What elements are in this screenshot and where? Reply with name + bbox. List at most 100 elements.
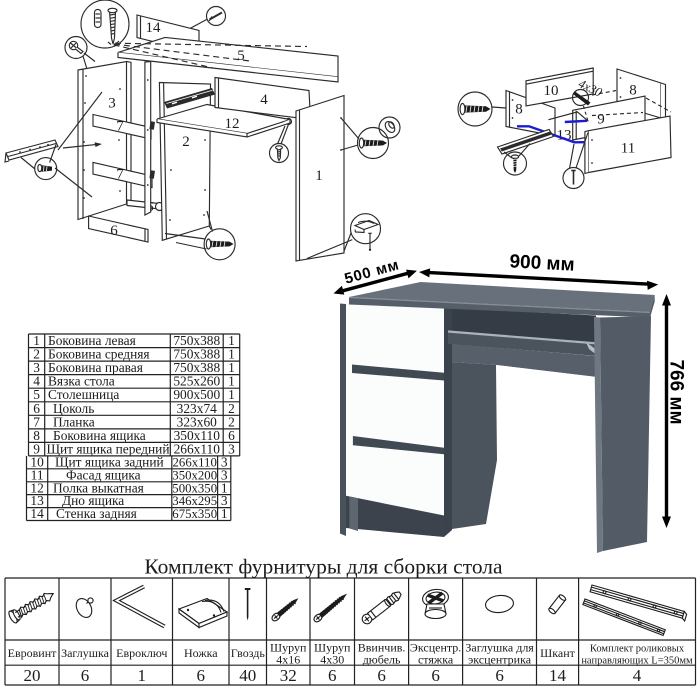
svg-text:Щит ящика передний: Щит ящика передний xyxy=(47,441,170,456)
svg-text:12: 12 xyxy=(225,116,240,132)
svg-text:Полка выкатная: Полка выкатная xyxy=(53,480,144,495)
svg-text:8: 8 xyxy=(33,428,40,443)
svg-text:350x200: 350x200 xyxy=(172,468,217,482)
svg-text:6: 6 xyxy=(81,666,90,685)
svg-text:750x388: 750x388 xyxy=(173,360,220,375)
svg-text:3: 3 xyxy=(221,455,228,470)
svg-text:Щит ящика задний: Щит ящика задний xyxy=(55,455,164,470)
svg-text:750x388: 750x388 xyxy=(173,333,220,348)
svg-text:6: 6 xyxy=(228,428,235,443)
svg-text:2: 2 xyxy=(182,134,190,150)
svg-text:Эксцентр.: Эксцентр. xyxy=(410,641,461,655)
svg-text:5: 5 xyxy=(237,48,245,64)
svg-text:6: 6 xyxy=(197,666,206,685)
svg-text:Комплект фурнитуры для сборки: Комплект фурнитуры для сборки стола xyxy=(144,555,503,579)
svg-text:Гвоздь: Гвоздь xyxy=(231,646,266,660)
svg-text:Боковина ящика: Боковина ящика xyxy=(53,428,146,443)
svg-text:14: 14 xyxy=(146,20,162,36)
svg-text:6: 6 xyxy=(110,223,118,239)
svg-text:1: 1 xyxy=(33,333,40,348)
svg-text:1: 1 xyxy=(228,387,235,402)
svg-text:Столешница: Столешница xyxy=(48,387,119,402)
svg-text:Евроключ: Евроключ xyxy=(116,646,167,660)
svg-text:346x295: 346x295 xyxy=(172,494,217,508)
svg-text:266x110: 266x110 xyxy=(174,441,221,456)
svg-text:11: 11 xyxy=(621,141,635,157)
svg-text:900 мм: 900 мм xyxy=(509,251,575,275)
svg-text:766 мм: 766 мм xyxy=(666,359,687,424)
svg-text:Ножка: Ножка xyxy=(184,646,218,660)
svg-text:6: 6 xyxy=(495,666,504,685)
svg-text:40: 40 xyxy=(239,666,256,685)
svg-text:11: 11 xyxy=(31,467,44,482)
svg-text:6: 6 xyxy=(377,666,386,685)
svg-text:750x388: 750x388 xyxy=(173,347,220,362)
svg-text:2: 2 xyxy=(228,414,235,429)
svg-text:7: 7 xyxy=(116,119,124,135)
svg-text:1: 1 xyxy=(228,333,235,348)
svg-text:4: 4 xyxy=(33,374,40,389)
svg-text:Боковина правая: Боковина правая xyxy=(48,360,143,375)
svg-text:1: 1 xyxy=(221,480,228,495)
svg-text:3: 3 xyxy=(228,441,235,456)
svg-text:Вязка стола: Вязка стола xyxy=(48,374,115,389)
svg-text:4x16: 4x16 xyxy=(276,653,300,667)
svg-text:1: 1 xyxy=(138,666,147,685)
svg-text:323x74: 323x74 xyxy=(177,401,217,416)
svg-text:дюбель: дюбель xyxy=(363,653,401,667)
svg-text:12: 12 xyxy=(30,480,43,495)
svg-text:4: 4 xyxy=(260,92,268,108)
svg-text:5: 5 xyxy=(33,387,40,402)
svg-text:Заглушка для: Заглушка для xyxy=(465,641,534,655)
svg-text:Заглушка: Заглушка xyxy=(61,646,110,660)
svg-text:6: 6 xyxy=(431,666,440,685)
svg-text:3: 3 xyxy=(221,493,228,508)
svg-text:1: 1 xyxy=(315,168,323,184)
svg-text:Боковина левая: Боковина левая xyxy=(48,333,136,348)
svg-text:20: 20 xyxy=(24,666,41,685)
svg-text:7: 7 xyxy=(33,414,40,429)
svg-text:Планка: Планка xyxy=(53,414,95,429)
svg-text:525x260: 525x260 xyxy=(173,374,220,389)
svg-text:8: 8 xyxy=(629,83,637,99)
svg-text:6: 6 xyxy=(33,401,40,416)
svg-text:675x350: 675x350 xyxy=(172,507,217,521)
svg-text:323x60: 323x60 xyxy=(177,414,217,429)
svg-text:Боковина средняя: Боковина средняя xyxy=(48,347,150,362)
svg-text:1: 1 xyxy=(228,374,235,389)
svg-text:9: 9 xyxy=(33,441,40,456)
svg-text:1: 1 xyxy=(228,360,235,375)
svg-text:500x350: 500x350 xyxy=(172,481,217,495)
svg-text:3: 3 xyxy=(33,360,40,375)
svg-text:900x500: 900x500 xyxy=(173,387,220,402)
svg-text:Шуруп: Шуруп xyxy=(270,641,307,655)
svg-text:3: 3 xyxy=(221,467,228,482)
svg-text:1: 1 xyxy=(228,347,235,362)
svg-text:266x110: 266x110 xyxy=(173,456,217,470)
svg-text:2: 2 xyxy=(228,401,235,416)
svg-text:Шуруп: Шуруп xyxy=(314,641,351,655)
svg-text:14: 14 xyxy=(549,666,567,685)
svg-text:1: 1 xyxy=(221,506,228,521)
svg-text:8: 8 xyxy=(515,102,523,118)
svg-text:Ввинчив.: Ввинчив. xyxy=(358,641,406,655)
svg-text:эксцентрика: эксцентрика xyxy=(468,653,532,667)
svg-text:стяжка: стяжка xyxy=(418,653,454,667)
svg-text:4: 4 xyxy=(633,666,642,685)
svg-text:7: 7 xyxy=(116,167,124,183)
svg-text:Фасад ящика: Фасад ящика xyxy=(66,467,141,482)
svg-text:Дно ящика: Дно ящика xyxy=(62,493,124,508)
svg-text:4x30: 4x30 xyxy=(320,653,344,667)
svg-text:Стенка задняя: Стенка задняя xyxy=(56,506,137,521)
svg-text:Шкант: Шкант xyxy=(540,646,576,660)
svg-text:Комплект роликовых: Комплект роликовых xyxy=(590,644,685,655)
svg-text:Евровинт: Евровинт xyxy=(8,646,58,660)
svg-text:10: 10 xyxy=(544,83,559,99)
svg-text:направляющих L=350мм: направляющих L=350мм xyxy=(581,656,693,667)
svg-text:13: 13 xyxy=(30,493,44,508)
svg-text:Цоколь: Цоколь xyxy=(53,401,94,416)
svg-text:9: 9 xyxy=(597,112,605,128)
svg-text:6: 6 xyxy=(328,666,337,685)
svg-text:3: 3 xyxy=(108,96,116,112)
svg-text:350x110: 350x110 xyxy=(174,428,221,443)
